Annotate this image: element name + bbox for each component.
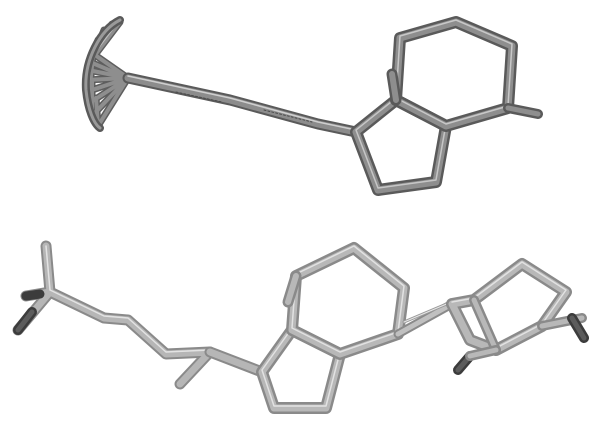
bottom-six-ring — [282, 242, 410, 360]
bottom-molecule — [12, 240, 589, 414]
top-five-ring — [350, 94, 452, 196]
top-six-ring — [386, 16, 543, 132]
bottom-a-ring — [446, 258, 589, 375]
top-linker-chain — [122, 72, 362, 138]
bottom-side-chain — [12, 240, 216, 390]
top-molecule — [81, 16, 543, 196]
bottom-five-ring — [256, 324, 346, 414]
bottom-linker — [204, 346, 268, 378]
conformer-fan — [81, 16, 132, 132]
